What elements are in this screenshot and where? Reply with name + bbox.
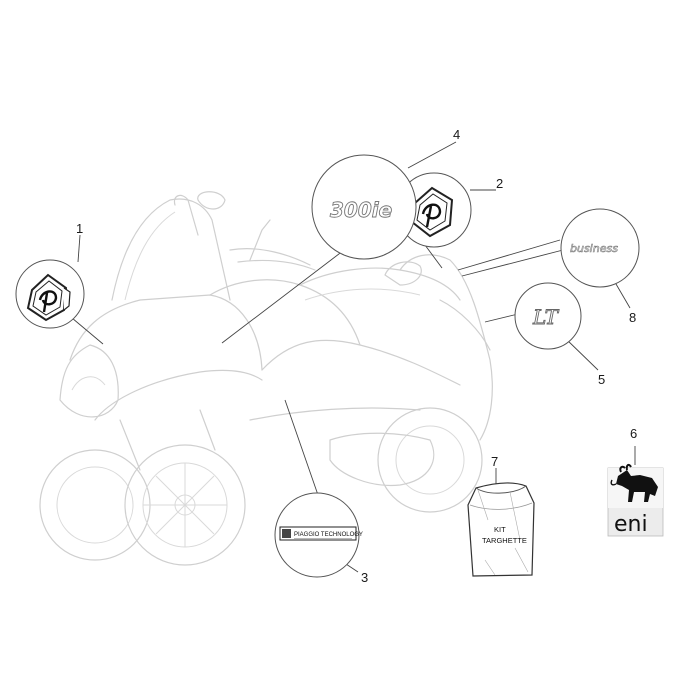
leader-line-1b [71,317,104,345]
piaggio-logo-icon [26,273,71,322]
leader-line-1 [77,234,81,263]
callout-number-1: 1 [76,221,83,236]
callout-5[interactable]: LT 5 [484,282,605,387]
scooter-ghost-drawing [39,191,493,566]
leader-line-4b [221,243,353,344]
callout-circle-8 [560,208,640,288]
leader-line-4 [407,141,457,169]
callout-4[interactable]: 300ie 4 [221,127,460,344]
eni-sticker: eni [607,463,664,537]
eni-dog-icon [610,463,658,502]
callout-number-7: 7 [491,454,498,469]
eni-brand-text: eni [614,512,648,537]
kit-label-line2: TARGHETTE [482,536,527,545]
callout-7[interactable]: KIT TARGHETTE 7 [467,454,535,577]
callout-number-5: 5 [598,372,605,387]
callout-circle-4 [311,154,417,260]
leader-line-5b [564,337,599,371]
callout-6[interactable]: eni 6 [607,426,664,537]
decal-300ie: 300ie [330,198,392,222]
technology-label-text: PIAGGIO TECHNOLOGY [294,532,363,538]
callout-8[interactable]: business 8 [457,208,640,325]
leader-line-8a [457,239,561,271]
callout-number-8: 8 [629,310,636,325]
callout-circle-5 [514,282,582,350]
leader-line-8c [615,283,631,309]
callout-2[interactable]: 2 [396,172,503,269]
callout-number-6: 6 [630,426,637,441]
leader-line-5 [484,313,519,323]
callout-3[interactable]: PIAGGIO TECHNOLOGY 3 [274,399,368,585]
callout-number-3: 3 [361,570,368,585]
badge-kit-bag: KIT TARGHETTE [467,482,535,577]
leader-line-8b [461,249,564,277]
technology-label: PIAGGIO TECHNOLOGY [279,526,363,541]
decal-lt: LT [532,305,560,329]
callout-number-4: 4 [453,127,460,142]
callout-number-2: 2 [496,176,503,191]
decal-business: business [570,242,618,255]
piaggio-logo-icon [410,186,454,238]
callout-1[interactable]: 1 [15,221,104,345]
kit-label-line1: KIT [494,525,506,534]
leader-line-2b [424,244,443,269]
leader-line-3 [284,399,319,496]
